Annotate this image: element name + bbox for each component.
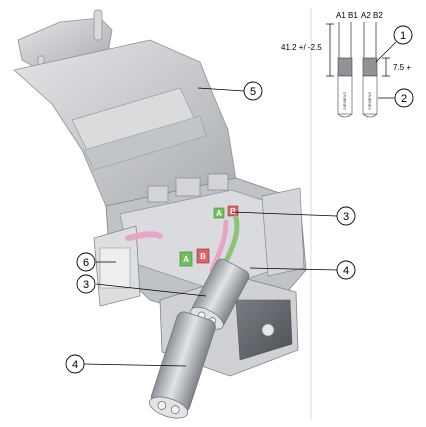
contact-a-front xyxy=(179,251,193,267)
leader-3a xyxy=(231,211,338,217)
cable-brand-right: SIEMENS xyxy=(367,92,372,110)
wire-label-b2: B2 xyxy=(373,11,383,20)
cable-brand-left: SIEMENS xyxy=(342,92,347,110)
callout-6: 6 xyxy=(76,252,96,272)
contact-b-front xyxy=(196,248,210,264)
contact-b-back xyxy=(227,205,239,217)
callout-2-label: 2 xyxy=(401,93,407,105)
callout-4a-label: 4 xyxy=(343,265,349,277)
leader-3b xyxy=(95,283,207,297)
callout-3a: 3 xyxy=(336,206,356,226)
leader-1 xyxy=(375,41,397,63)
callout-1-label: 1 xyxy=(400,30,406,42)
wire-label-a2: A2 xyxy=(361,11,371,20)
screw-hole xyxy=(261,323,275,337)
connector-illustration: A B A B xyxy=(13,9,307,419)
hinge-block-center xyxy=(175,177,201,197)
callout-3b-label: 3 xyxy=(83,279,89,291)
hinge-block-left xyxy=(147,185,169,203)
pink-wire xyxy=(125,231,163,241)
leader-4a xyxy=(249,267,338,271)
wire-label-b1: B1 xyxy=(348,11,358,20)
callout-4a: 4 xyxy=(336,260,356,280)
leader-lines xyxy=(83,87,338,367)
strip-dimension-label: 7.5 + xyxy=(393,63,411,72)
pink-wire-2 xyxy=(209,219,229,273)
leader-5 xyxy=(197,87,245,92)
plate-ridge xyxy=(83,115,207,171)
contact-b-front-label: B xyxy=(200,252,206,261)
hinge-block-right xyxy=(207,173,229,191)
latch-post xyxy=(93,9,103,41)
callout-4b-label: 4 xyxy=(72,359,78,371)
length-dimension-label: 41.2 +/ -2.5 xyxy=(281,43,322,52)
contact-a-back-label: A xyxy=(216,209,222,218)
contact-b-back-label: B xyxy=(230,207,236,216)
callout-3b: 3 xyxy=(76,274,96,294)
wire-pair-right: SIEMENS xyxy=(362,22,378,118)
callout-5: 5 xyxy=(243,81,263,101)
wire-label-a1: A1 xyxy=(336,11,346,20)
wire-pair-left: SIEMENS xyxy=(337,22,353,118)
leader-4b xyxy=(83,363,187,367)
callout-4b: 4 xyxy=(65,354,85,374)
callout-3a-label: 3 xyxy=(343,211,349,223)
callout-1: 1 xyxy=(393,25,413,45)
callout-6-label: 6 xyxy=(83,257,89,269)
wire-detail: A1 B1 A2 B2 SIEMENS SIEMENS 41.2 +/ -2.5 xyxy=(281,11,414,118)
callout-5-label: 5 xyxy=(250,86,256,98)
side-connector-face xyxy=(99,247,131,289)
contact-a-back xyxy=(213,207,225,219)
contact-a-front-label: A xyxy=(183,255,189,264)
cable-lower xyxy=(148,311,216,419)
right-block xyxy=(261,187,305,277)
callout-2: 2 xyxy=(394,88,414,108)
